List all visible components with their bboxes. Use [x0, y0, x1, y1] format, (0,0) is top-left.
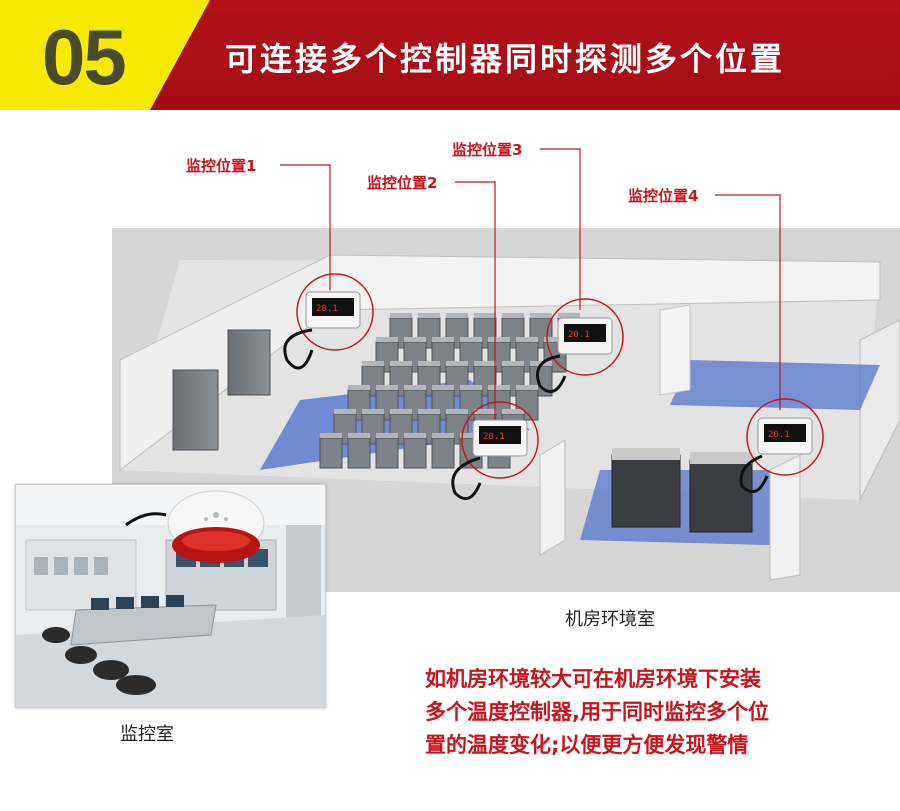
description-line-3: 置的温度变化;以便更方便发现警情 — [425, 733, 749, 757]
leader-line-2 — [455, 181, 496, 420]
temperature-controller-icon: 20.1 — [536, 298, 624, 394]
server-rack-top — [446, 361, 468, 366]
svg-text:20.1: 20.1 — [316, 304, 338, 314]
server-rack-top — [488, 337, 510, 342]
back-wall — [329, 254, 881, 311]
ups-cabinet — [611, 454, 681, 528]
server-rack-icon — [431, 437, 455, 469]
ups-top — [612, 448, 680, 460]
control-room-photo — [15, 484, 326, 708]
server-rack-top — [530, 313, 552, 318]
svg-text:20.1: 20.1 — [568, 330, 590, 340]
server-rack-top — [320, 433, 342, 438]
server-rack-top — [446, 409, 468, 414]
server-rack-top — [348, 385, 370, 390]
server-rack-top — [446, 313, 468, 318]
partition-middle — [659, 304, 691, 396]
server-rack-top — [460, 433, 482, 438]
svg-text:20.1: 20.1 — [768, 430, 790, 440]
section-number: 05 — [42, 13, 127, 101]
ups-top — [690, 452, 752, 464]
header-banner: 05 可连接多个控制器同时探测多个位置 — [0, 0, 900, 110]
section-title: 可连接多个控制器同时探测多个位置 — [225, 40, 786, 78]
server-rack-top — [418, 409, 440, 414]
server-rack-top — [418, 361, 440, 366]
svg-text:20.1: 20.1 — [483, 432, 505, 442]
partition-front — [539, 439, 566, 556]
server-rack-top — [390, 313, 412, 318]
server-rack-top — [418, 313, 440, 318]
leader-line-3 — [540, 148, 581, 310]
server-rack-icon — [403, 437, 427, 469]
server-rack-icon — [319, 437, 343, 469]
server-rack-top — [432, 433, 454, 438]
server-rack-top — [474, 313, 496, 318]
server-rack-top — [502, 361, 524, 366]
control-room-caption: 监控室 — [120, 724, 174, 745]
server-rack-top — [474, 361, 496, 366]
position-label-4: 监控位置4 — [628, 187, 699, 205]
description: 如机房环境较大可在机房环境下安装 多个温度控制器,用于同时监控多个位 置的温度变… — [425, 663, 769, 762]
position-label-3: 监控位置3 — [452, 141, 523, 159]
server-rack-icon — [227, 329, 271, 396]
server-rack-top — [432, 385, 454, 390]
server-rack-top — [362, 361, 384, 366]
machine-room-illustration: 20.1 20.1 20.1 20.1 — [112, 148, 900, 592]
server-rack-top — [404, 337, 426, 342]
server-rack-top — [558, 313, 580, 318]
server-rack-top — [460, 337, 482, 342]
server-rack-top — [502, 409, 524, 414]
server-rack-icon — [347, 437, 371, 469]
server-rack-top — [376, 433, 398, 438]
machine-room-caption: 机房环境室 — [565, 609, 655, 630]
server-rack-top — [432, 337, 454, 342]
control-room-image — [16, 485, 325, 707]
server-rack-top — [404, 433, 426, 438]
partition-right — [769, 454, 801, 581]
description-line-1: 如机房环境较大可在机房环境下安装 — [425, 667, 761, 691]
temperature-controller-icon: 20.1 — [451, 401, 539, 501]
server-rack-top — [516, 385, 538, 390]
server-rack-top — [376, 385, 398, 390]
temperature-controller-icon: 20.1 — [283, 273, 374, 370]
server-rack-top — [488, 385, 510, 390]
server-rack-top — [474, 409, 496, 414]
server-rack-icon — [375, 437, 399, 469]
server-rack-top — [334, 409, 356, 414]
server-rack-icon — [172, 369, 219, 451]
server-rack-top — [502, 313, 524, 318]
server-rack-top — [544, 337, 566, 342]
server-rack-top — [376, 337, 398, 342]
leader-line-1 — [280, 164, 331, 290]
description-line-2: 多个温度控制器,用于同时监控多个位 — [425, 700, 769, 724]
server-rack-top — [348, 433, 370, 438]
position-label-2: 监控位置2 — [367, 174, 438, 192]
leader-line-4 — [715, 194, 781, 410]
server-rack-top — [390, 409, 412, 414]
floor-zone-right — [670, 360, 880, 410]
server-rack-top — [516, 337, 538, 342]
server-rack-top — [362, 409, 384, 414]
server-rack-top — [404, 385, 426, 390]
banner-red-block — [150, 0, 900, 110]
server-rack-top — [460, 385, 482, 390]
temperature-controller-icon: 20.1 — [739, 398, 824, 494]
position-label-1: 监控位置1 — [186, 157, 257, 175]
alarm-siren-icon — [125, 490, 265, 563]
server-rack-top — [390, 361, 412, 366]
